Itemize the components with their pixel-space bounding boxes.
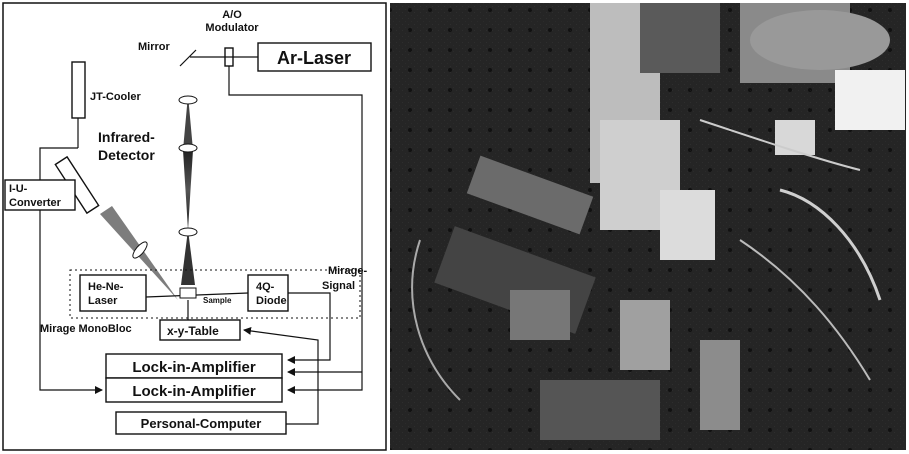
lens-1 — [179, 96, 197, 104]
sample-label: Sample — [203, 296, 232, 305]
iu-converter-label-2: Converter — [9, 197, 62, 209]
he-ne-laser-label-1: He-Ne- — [88, 281, 124, 293]
personal-computer-label: Personal-Computer — [141, 416, 262, 431]
lens-3 — [179, 228, 197, 236]
jt-cooler-box — [72, 62, 85, 118]
xy-table-label: x-y-Table — [167, 324, 219, 338]
jt-cooler-label: JT-Cooler — [90, 91, 141, 103]
mirror-label: Mirror — [138, 41, 171, 53]
setup-photograph — [390, 3, 906, 450]
lock-in-amplifier-1-label: Lock-in-Amplifier — [132, 359, 256, 376]
mirage-monobloc-label: Mirage MonoBloc — [40, 323, 132, 335]
quadrant-diode-label-1: 4Q- — [256, 281, 275, 293]
lens-2 — [179, 144, 197, 152]
infrared-detector-label-1: Infrared- — [98, 129, 155, 145]
schematic-panel: Ar-Laser A/O Modulator Mirror JT-Cooler … — [3, 3, 386, 450]
lock-in-amplifier-2-label: Lock-in-Amplifier — [132, 383, 256, 400]
ao-modulator-label-2: Modulator — [205, 22, 259, 34]
quadrant-diode-label-2: Diode — [256, 295, 287, 307]
ao-modulator-label-1: A/O — [222, 9, 242, 21]
iu-converter-label-1: I-U- — [9, 183, 28, 195]
he-ne-laser-label-2: Laser — [88, 295, 118, 307]
mirage-signal-label-2: Signal — [322, 280, 355, 292]
ar-laser-label: Ar-Laser — [277, 48, 351, 68]
sample-box — [180, 288, 196, 298]
infrared-detector-label-2: Detector — [98, 147, 155, 163]
